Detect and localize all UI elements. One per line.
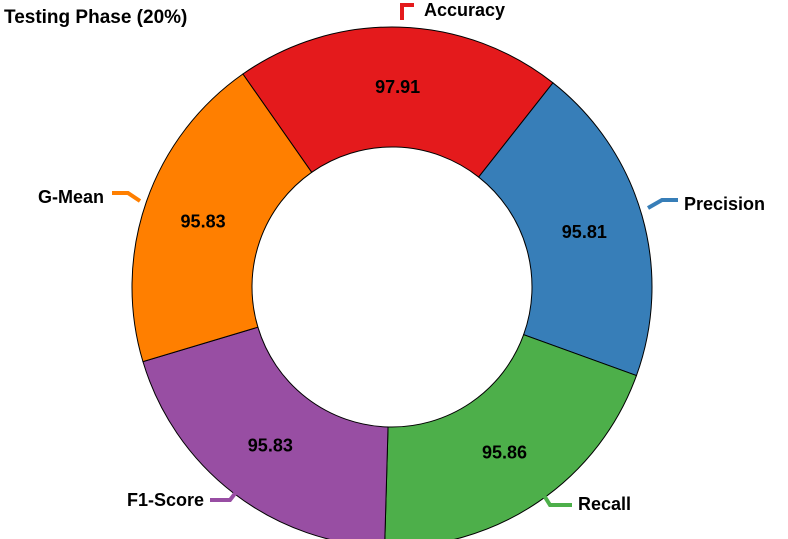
slice-f1-score [142, 326, 389, 539]
slice-recall [384, 334, 638, 539]
leader-line-precision [647, 198, 678, 210]
leader-line-f1-score [210, 485, 242, 502]
category-label-accuracy: Accuracy [424, 0, 505, 20]
value-label-recall: 95.86 [482, 442, 527, 462]
slices-group [131, 26, 653, 539]
category-label-precision: Precision [684, 194, 765, 214]
slice-precision [477, 82, 653, 377]
category-label-recall: Recall [578, 494, 631, 514]
category-label-g-mean: G-Mean [38, 187, 104, 207]
value-label-precision: 95.81 [562, 222, 607, 242]
slice-accuracy [242, 26, 554, 178]
leader-line-recall [538, 487, 572, 507]
category-label-f1-score: F1-Score [127, 490, 204, 510]
leader-line-g-mean [112, 191, 142, 203]
slice-g-mean [131, 73, 313, 363]
chart-title: Testing Phase (20%) [4, 7, 187, 28]
leader-line-accuracy [400, 3, 414, 20]
value-label-f1-score: 95.83 [248, 436, 293, 456]
value-label-g-mean: 95.83 [181, 211, 226, 231]
leaders-group [112, 3, 678, 507]
value-label-accuracy: 97.91 [375, 77, 420, 97]
